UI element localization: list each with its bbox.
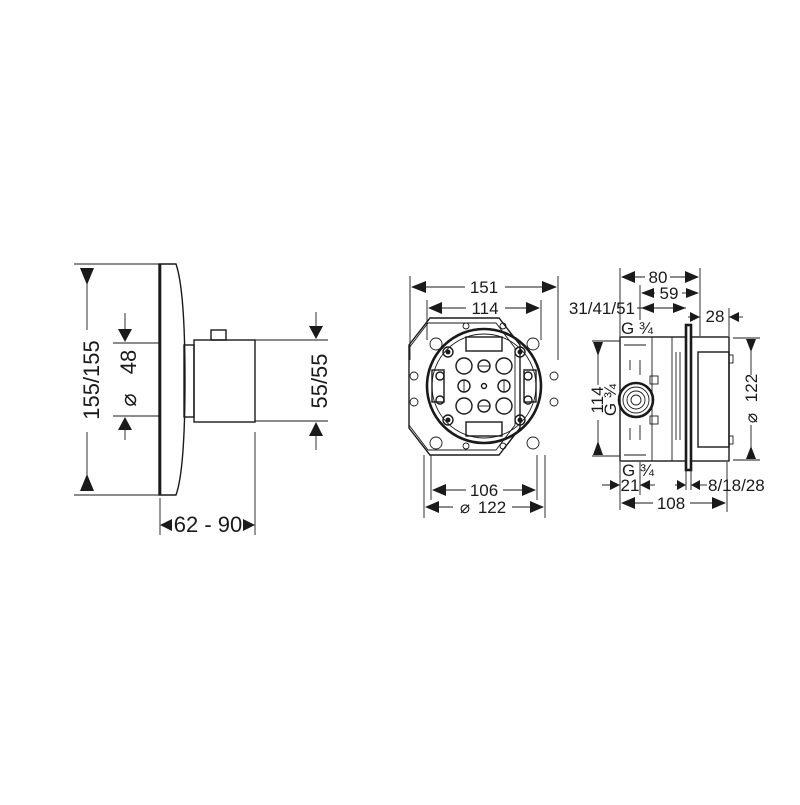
plate-range-label: 8/18/28 (708, 476, 765, 495)
top-port-label: G ¾ (621, 319, 654, 338)
side-port-label: G ¾ (601, 383, 620, 416)
handle-body (193, 339, 256, 423)
offset-range-label: 31/41/51 (569, 299, 635, 318)
bottom-diameter-symbol: ⌀ (460, 498, 470, 517)
front-depth-label: 28 (706, 307, 725, 326)
overall-height-label: 155/155 (79, 340, 104, 420)
diameter-symbol: ⌀ (116, 393, 141, 406)
bottom-offset-label: 21 (621, 476, 640, 495)
depth-range-label: 62 - 90 (174, 512, 243, 537)
side-diameter-label: 122 (742, 374, 761, 402)
height-label: 114 (588, 386, 607, 413)
mounting-box-view (408, 276, 559, 518)
body-depth-label: 59 (660, 284, 679, 303)
diameter-value-label: 48 (116, 350, 141, 374)
bottom-port-label: G ¾ (622, 461, 655, 480)
total-depth-label: 80 (649, 268, 668, 287)
front-view (74, 263, 328, 535)
side-view (592, 268, 760, 512)
side-diameter-symbol: ⌀ (742, 413, 761, 423)
bottom-diameter-label: 122 (478, 498, 506, 517)
handle-lever-tab (210, 329, 227, 341)
cover-plate-outline (158, 263, 186, 496)
outer-width-label: 151 (470, 278, 498, 297)
bottom-inner-width-label: 106 (470, 481, 498, 500)
overall-depth-label: 108 (657, 494, 685, 513)
handle-height-label: 55/55 (307, 353, 332, 408)
inner-width-label: 114 (471, 299, 498, 318)
